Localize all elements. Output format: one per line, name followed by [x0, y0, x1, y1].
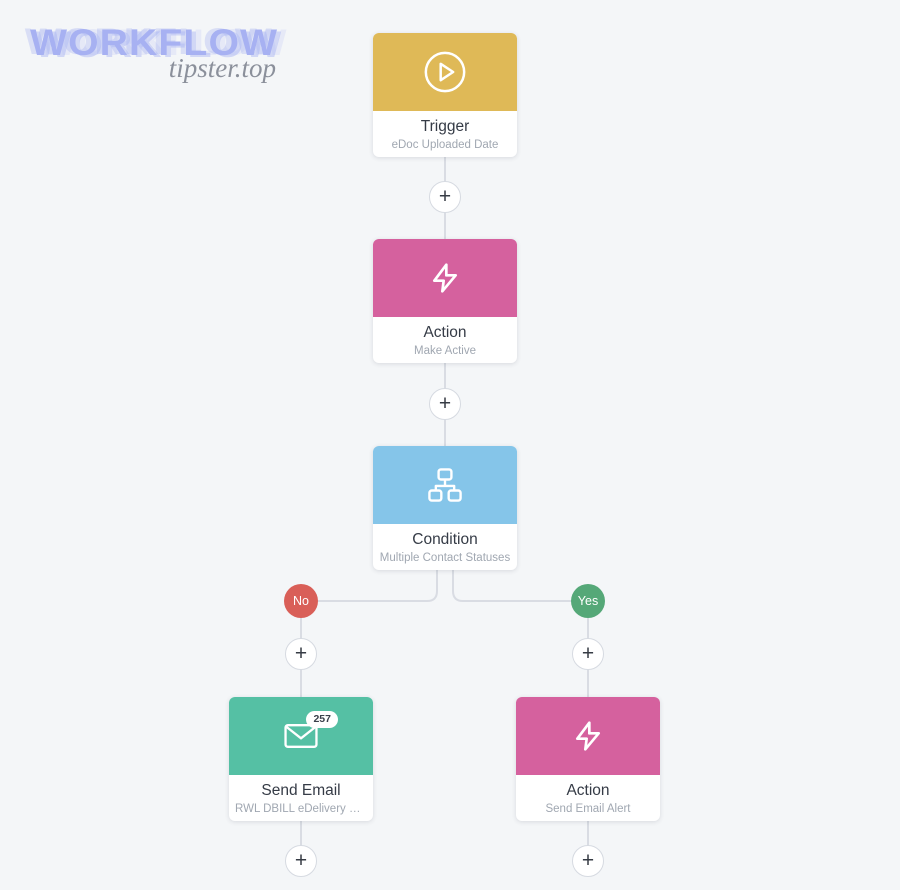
add-step-button[interactable]: + [429, 181, 461, 213]
node-subtitle: Send Email Alert [545, 802, 631, 815]
connector-branch-no [300, 570, 438, 697]
logo-title: WORKFLOW [30, 22, 279, 63]
node-subtitle: Make Active [414, 344, 476, 357]
branch-yes-badge: Yes [571, 584, 605, 618]
node-trigger[interactable]: Trigger eDoc Uploaded Date [373, 33, 517, 157]
play-circle-icon [422, 49, 468, 95]
add-step-button[interactable]: + [429, 388, 461, 420]
node-trigger-header [373, 33, 517, 111]
logo: WORKFLOW tipster.top [30, 24, 277, 83]
node-action-header [516, 697, 660, 775]
node-subtitle: RWL DBILL eDelivery Ge… [235, 802, 373, 815]
branch-no-badge: No [284, 584, 318, 618]
node-subtitle: eDoc Uploaded Date [391, 138, 499, 151]
node-title: Send Email [261, 782, 341, 799]
node-title: Action [423, 324, 467, 341]
node-title: Action [566, 782, 610, 799]
node-action-send-email-alert[interactable]: Action Send Email Alert [516, 697, 660, 821]
node-action-header [373, 239, 517, 317]
node-title: Trigger [420, 118, 470, 135]
node-send-email-header: 257 [229, 697, 373, 775]
add-step-button[interactable]: + [285, 638, 317, 670]
add-step-button[interactable]: + [572, 638, 604, 670]
logo-subtitle: tipster.top [168, 53, 276, 83]
envelope-icon: 257 [284, 711, 338, 749]
lightning-icon [572, 718, 604, 754]
node-subtitle: Multiple Contact Statuses [379, 551, 511, 564]
hierarchy-icon [423, 465, 467, 505]
node-send-email[interactable]: 257 Send Email RWL DBILL eDelivery Ge… [229, 697, 373, 821]
add-step-button[interactable]: + [285, 845, 317, 877]
lightning-icon [429, 260, 461, 296]
email-count-badge: 257 [306, 711, 338, 728]
node-action-make-active[interactable]: Action Make Active [373, 239, 517, 363]
add-step-button[interactable]: + [572, 845, 604, 877]
node-title: Condition [412, 531, 478, 548]
node-condition[interactable]: Condition Multiple Contact Statuses [373, 446, 517, 570]
node-condition-header [373, 446, 517, 524]
connector-branch-yes [452, 570, 589, 697]
